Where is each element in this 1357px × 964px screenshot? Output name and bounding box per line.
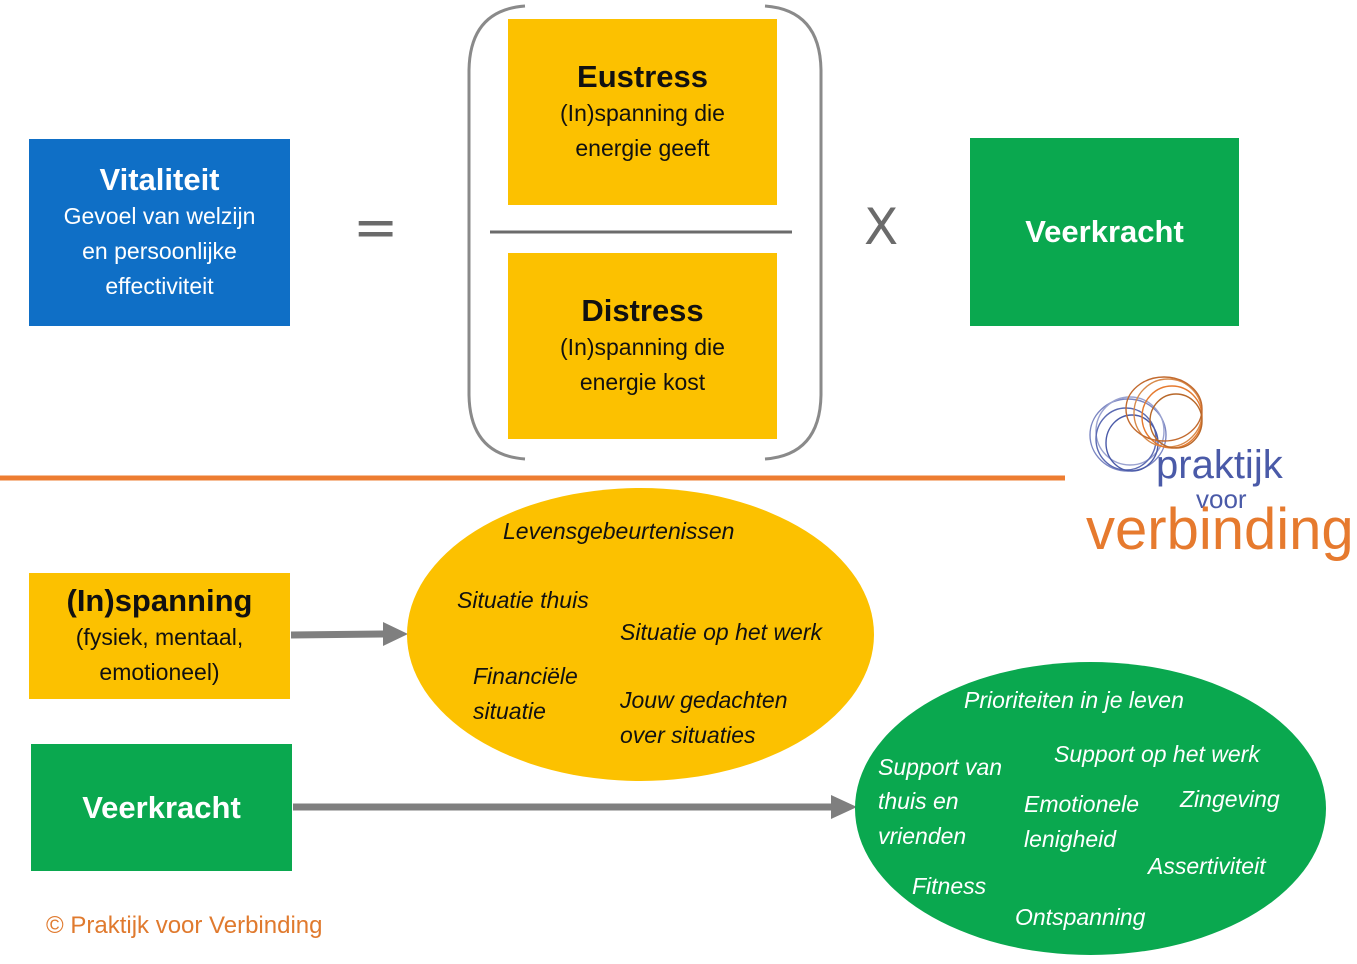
copyright-notice: © Praktijk voor Verbinding — [46, 912, 323, 939]
eustress-line-2: energie geeft — [575, 135, 710, 161]
oval-emotionele-1: Emotionele — [1024, 791, 1140, 817]
veerkracht-top-title: Veerkracht — [1025, 214, 1184, 249]
oval-support-thuis-1: Support van — [878, 754, 1003, 780]
oval-support-thuis-2: thuis en — [878, 788, 959, 814]
oval-assertiviteit: Assertiviteit — [1148, 853, 1266, 879]
logo-text-praktijk: praktijk — [1156, 443, 1283, 487]
right-bracket — [764, 4, 823, 461]
oval-zingeving: Zingeving — [1180, 786, 1280, 812]
vitaliteit-title: Vitaliteit — [99, 162, 220, 197]
oval-support-thuis-3: vrienden — [878, 823, 967, 849]
oval-fitness: Fitness — [912, 873, 987, 899]
eustress-title: Eustress — [577, 59, 708, 94]
left-bracket — [467, 4, 526, 461]
inspanning-box: (In)spanning (fysiek, mentaal, emotionee… — [29, 573, 290, 699]
oval-financiele-2: situatie — [473, 698, 546, 724]
veerkracht-bottom-title: Veerkracht — [82, 789, 241, 825]
oval-gedachten-2: over situaties — [620, 722, 756, 748]
logo-text-verbinding: verbinding — [1086, 497, 1354, 562]
times-sign: X — [864, 198, 899, 256]
inspanning-line-2: emotioneel) — [99, 659, 220, 685]
arrow-inspanning-line — [290, 630, 386, 639]
praktijk-voor-verbinding-logo — [1068, 365, 1326, 575]
veerkracht-box-top: Veerkracht — [970, 138, 1239, 326]
oval-financiele-1: Financiële — [473, 663, 578, 689]
eustress-box: Eustress (In)spanning die energie geeft — [508, 19, 777, 205]
inspanning-line-1: (fysiek, mentaal, — [75, 624, 244, 650]
oval-situatie-werk: Situatie op het werk — [620, 619, 823, 645]
arrow-veerkracht-head — [831, 795, 857, 819]
stressors-oval — [407, 488, 874, 781]
equals-sign: = — [353, 196, 399, 259]
veerkracht-box-bottom: Veerkracht — [31, 744, 292, 871]
vitaliteit-line-3: effectiviteit — [105, 273, 214, 299]
oval-situatie-thuis: Situatie thuis — [457, 587, 589, 613]
resilience-oval — [855, 662, 1326, 955]
distress-title: Distress — [581, 293, 704, 328]
vitaliteit-line-2: en persoonlijke — [82, 238, 237, 264]
oval-ontspanning: Ontspanning — [1015, 904, 1146, 930]
vitaliteit-line-1: Gevoel van welzijn — [63, 203, 256, 229]
arrow-inspanning-head — [383, 622, 408, 646]
oval-prioriteiten: Prioriteiten in je leven — [964, 687, 1184, 713]
oval-emotionele-2: lenigheid — [1024, 826, 1117, 852]
logo-rings-icon — [1089, 376, 1203, 472]
oval-gedachten-1: Jouw gedachten — [620, 687, 788, 713]
inspanning-title: (In)spanning — [66, 583, 253, 618]
vitaliteit-box: Vitaliteit Gevoel van welzijn en persoon… — [29, 139, 290, 326]
distress-line-1: (In)spanning die — [560, 334, 725, 360]
logo-text-voor: voor — [1196, 484, 1247, 514]
distress-line-2: energie kost — [579, 369, 706, 395]
eustress-line-1: (In)spanning die — [560, 100, 725, 126]
distress-box: Distress (In)spanning die energie kost — [508, 253, 777, 439]
oval-levensgebeurtenissen: Levensgebeurtenissen — [503, 518, 735, 544]
oval-support-werk: Support op het werk — [1054, 741, 1260, 767]
